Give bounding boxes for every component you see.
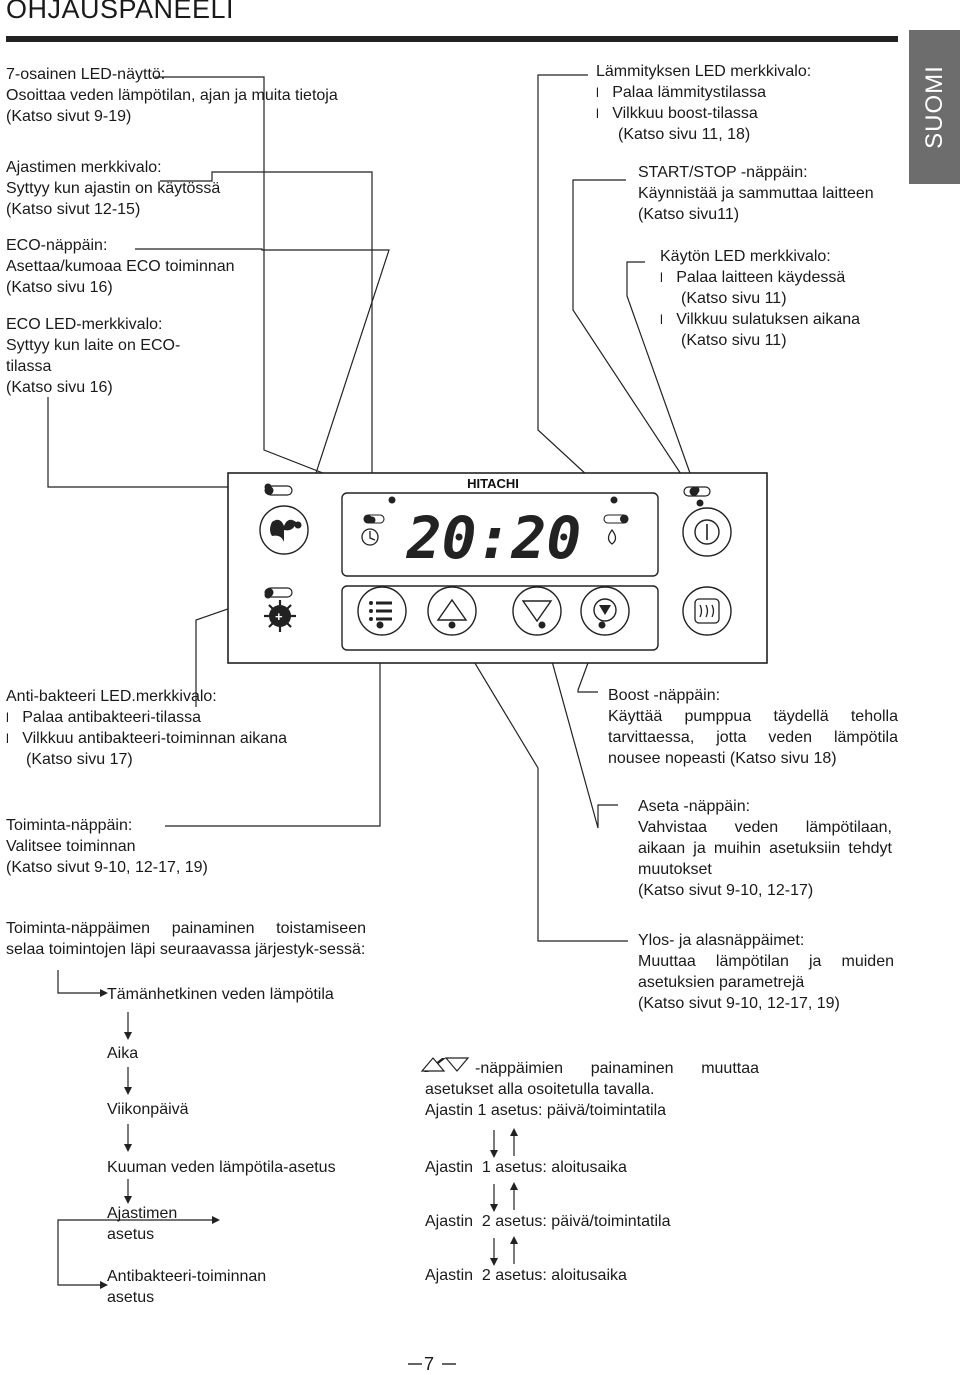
arrows-intro: -näppäimien painaminen muuttaa asetukset…: [425, 1060, 759, 1098]
cycle-item: Aika: [107, 1045, 139, 1062]
timer-item: Ajastin 1 asetus: aloitusaika: [425, 1159, 627, 1176]
bullet: l: [660, 312, 663, 327]
svg-text:+: +: [275, 609, 283, 624]
display-window: [341, 492, 659, 577]
cycle-item: Tämänhetkinen veden lämpötila: [107, 986, 334, 1003]
led-display-description: 7-osainen LED-näyttö: Osoittaa veden läm…: [6, 66, 338, 125]
function-button-description: Toiminta-näppäin: Valitsee toiminnan (Ka…: [6, 817, 208, 876]
boost-button-description: Boost -näppäin: Käyttää pumppua täydellä…: [608, 687, 898, 767]
timer-led-description: Ajastimen merkkivalo: Syttyy kun ajastin…: [6, 159, 221, 218]
eco-led-description: ECO LED-merkkivalo: Syttyy kun laite on …: [6, 316, 181, 396]
timer-item: Ajastin 1 asetus: päivä/toimintatila: [425, 1102, 667, 1119]
bullet: l: [6, 710, 9, 725]
bullet: l: [660, 270, 663, 285]
menu-list-icon: [369, 601, 392, 621]
cycle-item: Ajastimen asetus: [107, 1205, 178, 1243]
heating-drop-icon: [607, 528, 617, 545]
cycle-item: Antibakteeri-toiminnan asetus: [107, 1268, 267, 1306]
cycle-item: Viikonpäivä: [107, 1101, 189, 1118]
seven-segment-display: 20:20: [406, 504, 582, 572]
cycle-intro: Toiminta-näppäimen painaminen toistamise…: [6, 920, 366, 958]
antibacterial-icon: +: [264, 600, 296, 632]
page-title: OHJAUSPANEELI: [6, 0, 235, 24]
bullet: l: [596, 106, 599, 121]
page-number: 7: [424, 1354, 435, 1374]
eco-button-description: ECO-näppäin: Asettaa/kumoaa ECO toiminna…: [6, 237, 235, 296]
bullet: l: [6, 731, 9, 746]
up-arrow-icon: [436, 598, 468, 621]
brand-logo: HITACHI: [467, 476, 519, 491]
heating-led-description: Lämmityksen LED merkkivalo: l Palaa lämm…: [596, 63, 812, 143]
set-button-description: Aseta -näppäin: Vahvistaa veden lämpötil…: [638, 798, 892, 899]
leaf-icon: [270, 519, 296, 542]
boost-icon: [694, 598, 720, 624]
button-strip: [341, 585, 659, 651]
start-stop-description: START/STOP -näppäin: Käynnistää ja sammu…: [638, 164, 874, 223]
timer-item: Ajastin 2 asetus: aloitusaika: [425, 1267, 627, 1284]
operation-led-description: Käytön LED merkkivalo: l Palaa laitteen …: [660, 248, 861, 349]
cycle-item: Kuuman veden lämpötila-asetus: [107, 1159, 336, 1176]
bullet: l: [596, 85, 599, 100]
timer-item: Ajastin 2 asetus: päivä/toimintatila: [425, 1213, 671, 1230]
title-rule: [6, 36, 898, 42]
updown-buttons-description: Ylos- ja alasnäppäimet: Muuttaa lämpötil…: [638, 932, 894, 1012]
antibacterial-led-description: Anti-bakteeri LED.merkkivalo: l Palaa an…: [6, 688, 287, 768]
down-arrow-icon: [521, 600, 553, 623]
language-tab: SUOMI: [909, 30, 960, 184]
